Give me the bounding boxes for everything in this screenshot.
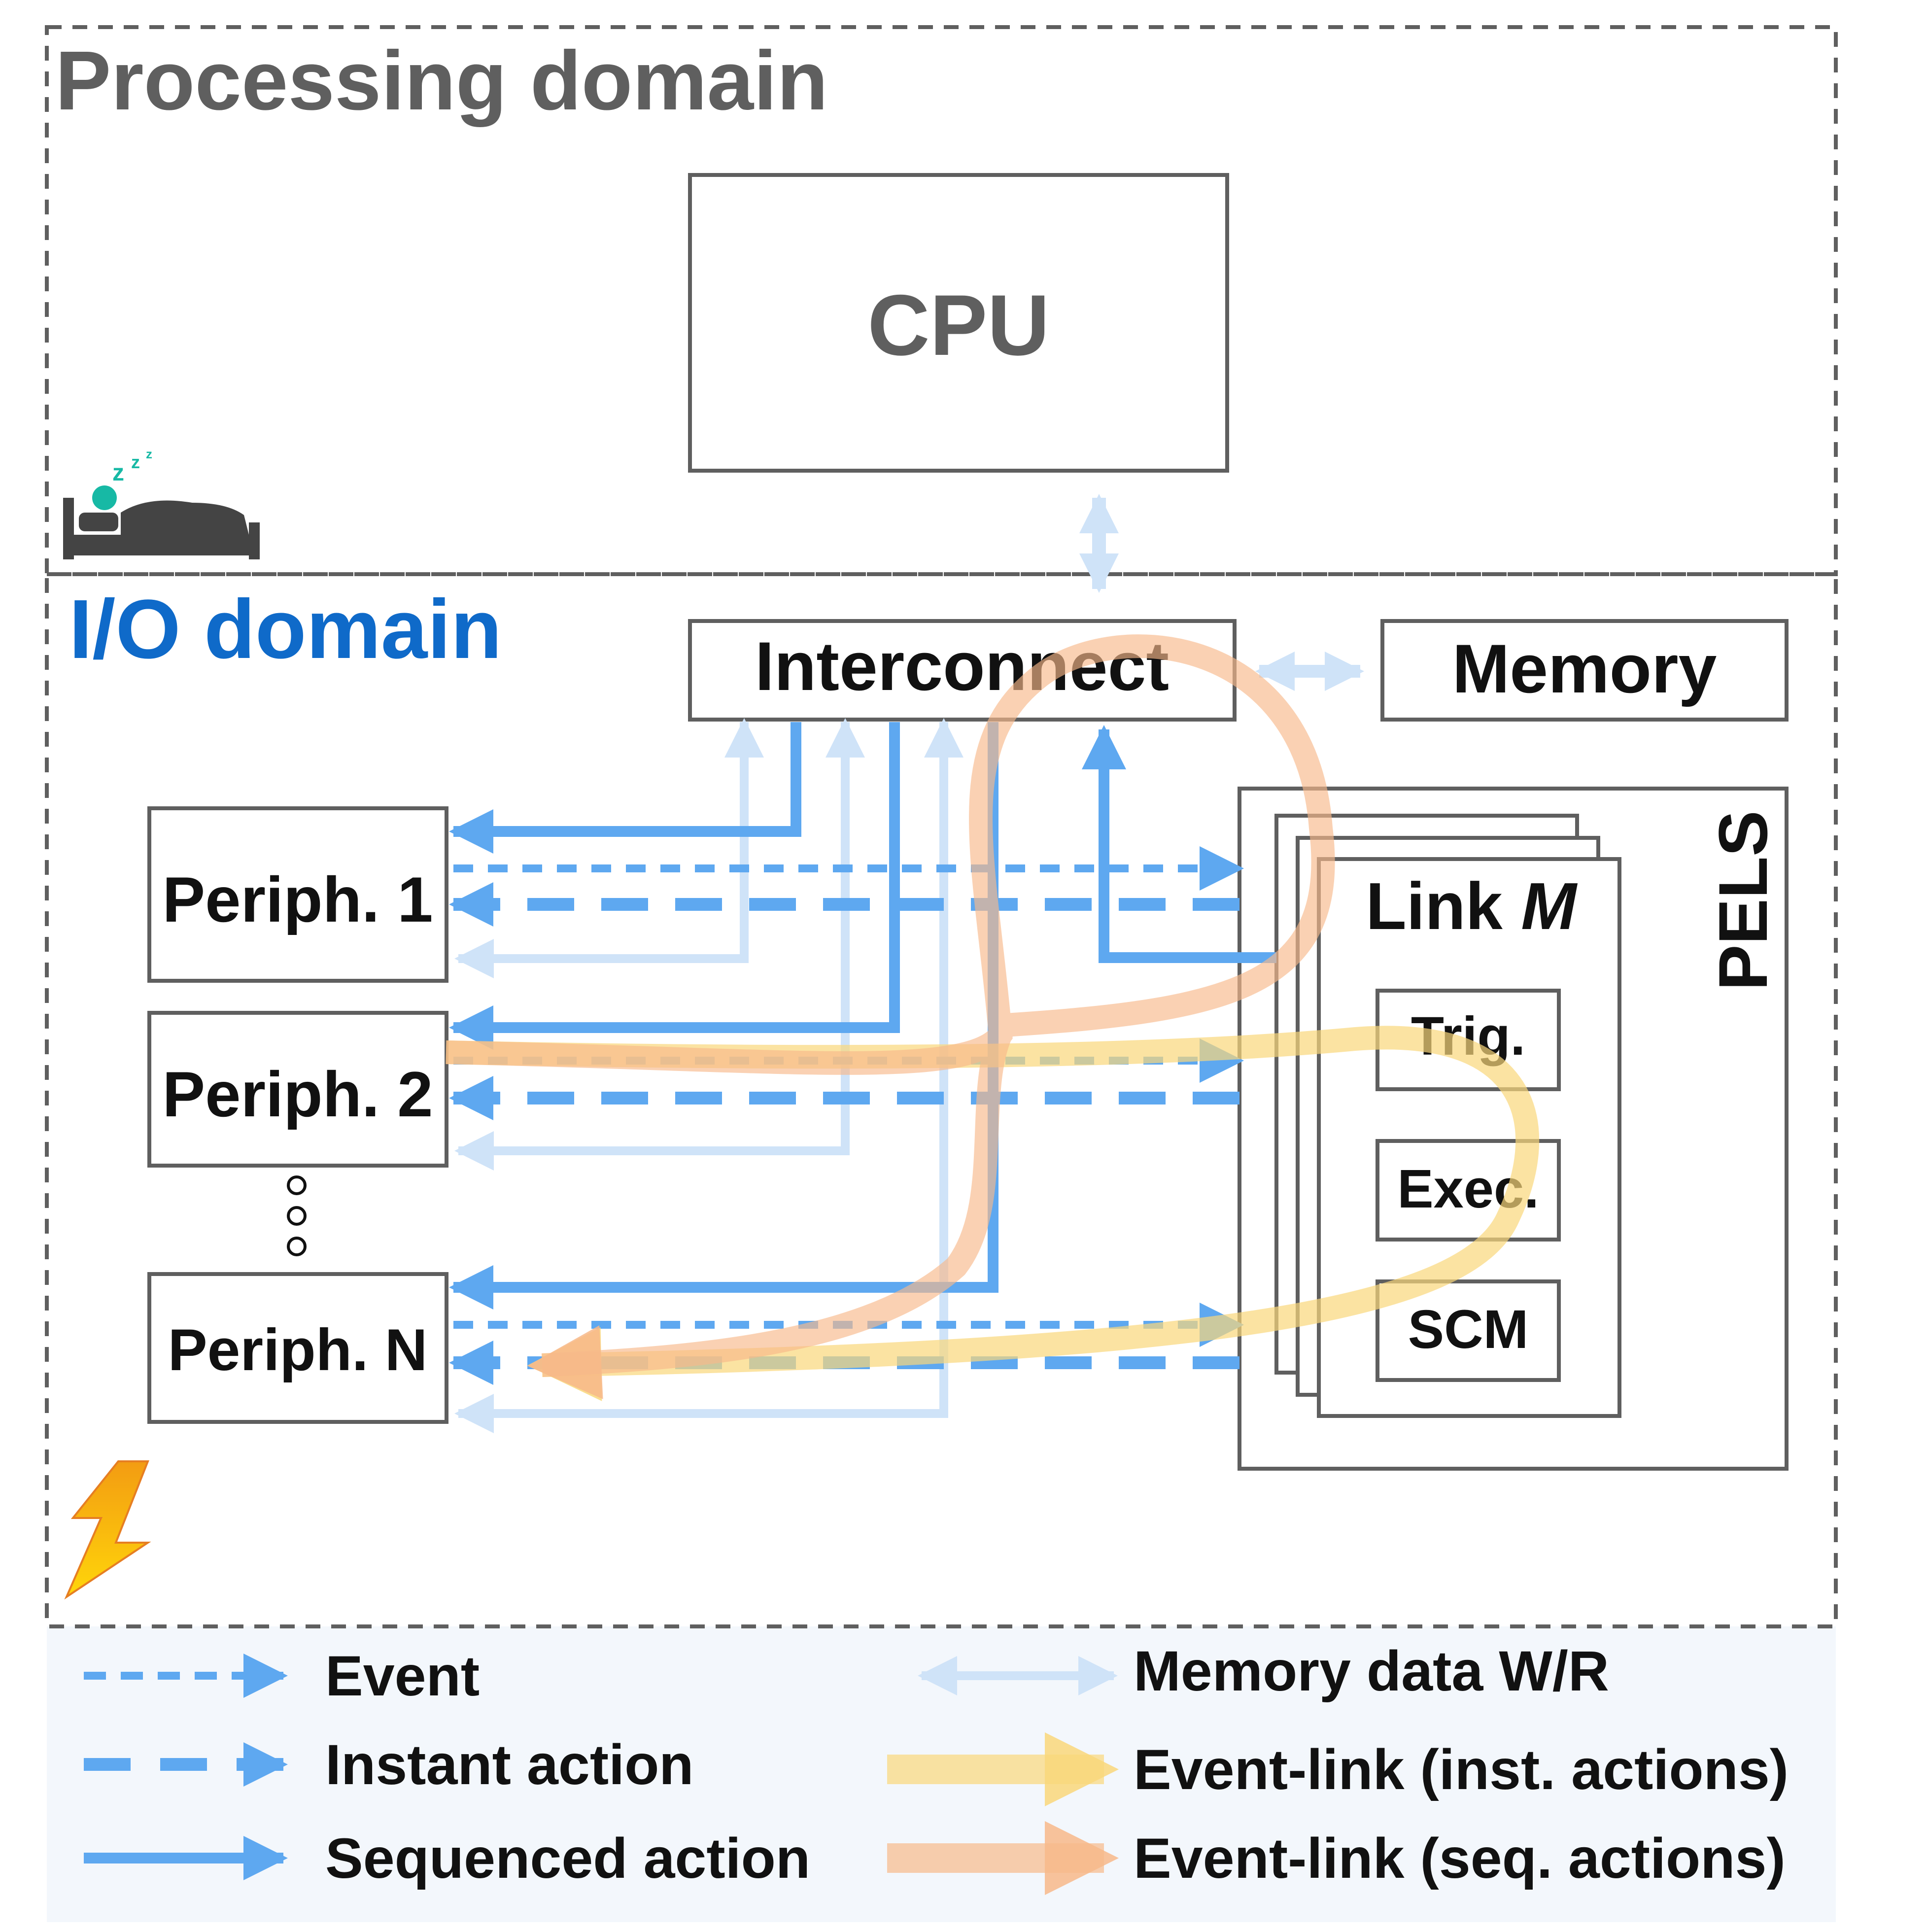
processing-domain-frame [45, 25, 1838, 576]
seq-path-periph-1 [449, 722, 801, 854]
legend-sequenced-action-label: Sequenced action [325, 1827, 810, 1890]
periph-2-block [147, 1011, 448, 1168]
memory-path-periph-2 [454, 718, 865, 1171]
memory-path-periph-n [454, 718, 964, 1433]
ellipsis-dots-icon [287, 1175, 307, 1256]
link-index: M [1521, 869, 1578, 943]
memory-label: Memory [1452, 630, 1717, 707]
legend-instant-action-label: Instant action [325, 1733, 694, 1796]
lightning-icon [64, 1460, 151, 1600]
legend-seq-link-label: Event-link (seq. actions) [1134, 1827, 1786, 1890]
pels-label: PELS [1704, 810, 1782, 991]
periph-1-label: Periph. 1 [162, 863, 433, 935]
memory-block [1380, 619, 1789, 722]
legend-event-label: Event [325, 1645, 480, 1708]
legend: Event Instant action Sequenced action Me… [84, 1640, 1789, 1895]
sleeping-person-icon: z z z [63, 447, 260, 559]
io-domain-title: I/O domain [69, 583, 502, 676]
cpu-label: CPU [867, 277, 1049, 374]
link-m-label: Link M [1366, 869, 1578, 943]
legend-memory-label: Memory data W/R [1134, 1640, 1609, 1703]
event-link-seq-flow [446, 634, 1335, 1399]
svg-text:z: z [131, 452, 140, 472]
io-domain-frame [45, 572, 1838, 1628]
legend-inst-link-label: Event-link (inst. actions) [1134, 1738, 1789, 1801]
seq-path-periph-2 [449, 722, 900, 1050]
periph-n-block [147, 1272, 448, 1424]
periph-2-label: Periph. 2 [162, 1058, 433, 1130]
memory-path-periph-1 [454, 718, 764, 978]
link-prefix: Link [1366, 869, 1521, 943]
scm-label: SCM [1408, 1299, 1528, 1360]
seq-path-periph-n [449, 722, 998, 1310]
periph-1-block [147, 806, 448, 983]
processing-domain-title: Processing domain [55, 34, 828, 128]
svg-text:z: z [146, 447, 152, 461]
cpu-block [688, 173, 1229, 473]
seq-path-pels-interconnect [1082, 725, 1276, 963]
svg-text:z: z [112, 460, 124, 486]
periph-n-label: Periph. N [168, 1317, 428, 1383]
